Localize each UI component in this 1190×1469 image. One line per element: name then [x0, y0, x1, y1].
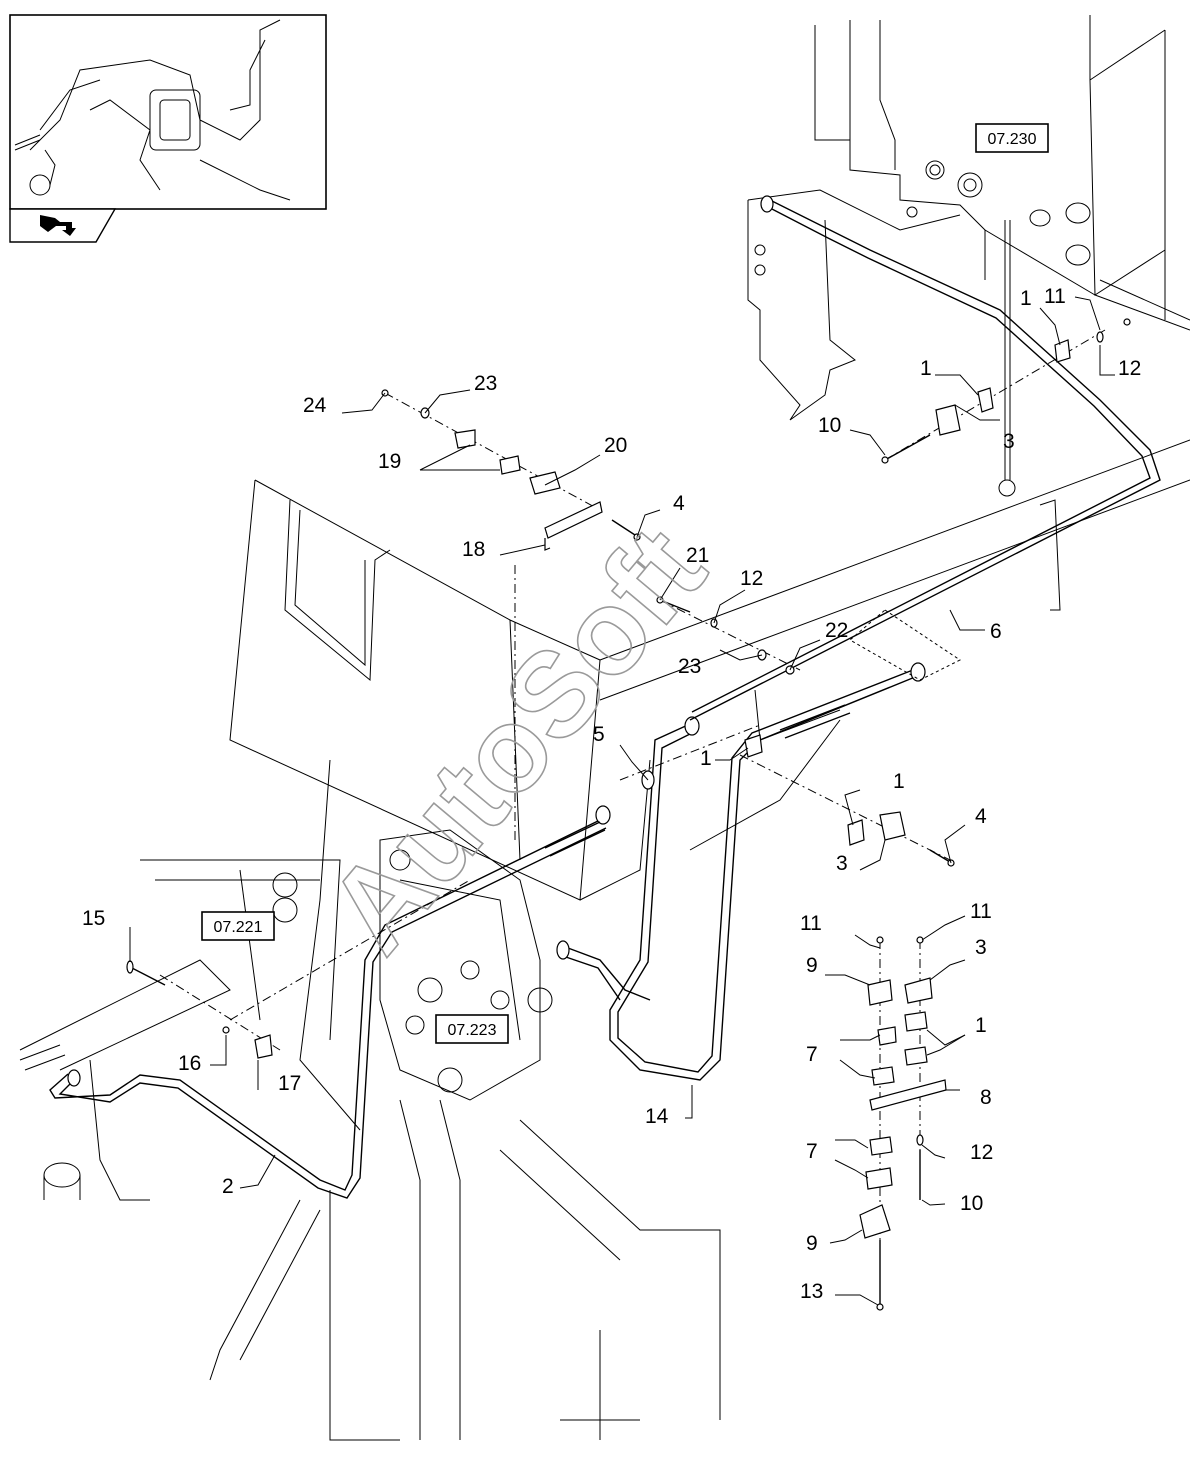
pipe-14	[609, 662, 926, 1081]
callout-14: 14	[645, 1105, 669, 1128]
reference-box-07-223[interactable]: 07.223	[435, 1014, 509, 1044]
cover-panel	[229, 479, 651, 901]
callout-11: 11	[1044, 285, 1066, 308]
callout-labels: 24 23 19 20 4 18 21 12 22 23 6 5 1 1 4 3…	[82, 285, 1141, 1303]
callout-1: 1	[893, 770, 905, 793]
callout-2: 2	[222, 1175, 234, 1198]
callout-10: 10	[960, 1192, 983, 1215]
callout-12: 12	[740, 567, 763, 590]
callout-9: 9	[806, 954, 818, 977]
pipe-2	[49, 805, 611, 1199]
frame-structure	[747, 15, 1190, 497]
callout-19: 19	[378, 450, 401, 473]
intermediate-pipe	[544, 704, 851, 1001]
callout-23: 23	[474, 372, 497, 395]
callout-5: 5	[593, 723, 605, 746]
callout-12: 12	[970, 1141, 993, 1164]
callout-4: 4	[673, 492, 685, 515]
reference-box-07-230[interactable]: 07.230	[975, 123, 1049, 153]
watermark: AutoSoft	[301, 502, 731, 978]
callout-12: 12	[1118, 357, 1141, 380]
callout-9: 9	[806, 1232, 818, 1255]
callout-16: 16	[178, 1052, 201, 1075]
callout-22: 22	[825, 619, 848, 642]
svg-text:07.223: 07.223	[448, 1022, 497, 1039]
callout-20: 20	[604, 434, 627, 457]
callout-3: 3	[1003, 430, 1015, 453]
valve-assembly	[19, 759, 721, 1441]
svg-text:07.221: 07.221	[214, 919, 263, 936]
pipe-6	[689, 195, 1161, 721]
callout-11: 11	[800, 912, 822, 935]
callout-7: 7	[806, 1043, 818, 1066]
arrow-icon	[40, 215, 76, 236]
callout-23: 23	[678, 655, 701, 678]
callout-17: 17	[278, 1072, 301, 1095]
svg-text:AutoSoft: AutoSoft	[302, 503, 730, 977]
leader-lines	[129, 296, 1115, 1306]
callout-24: 24	[303, 394, 327, 417]
callout-15: 15	[82, 907, 105, 930]
callout-13: 13	[800, 1280, 823, 1303]
callout-21: 21	[686, 544, 709, 567]
reference-box-07-221[interactable]: 07.221	[201, 911, 275, 941]
callout-4: 4	[975, 805, 987, 828]
callout-18: 18	[462, 538, 485, 561]
overview-thumbnail[interactable]	[9, 14, 327, 210]
callout-1: 1	[1020, 287, 1032, 310]
assembly-axes	[159, 329, 1106, 1300]
callout-3: 3	[975, 936, 987, 959]
callout-1: 1	[700, 747, 712, 770]
callout-1: 1	[975, 1014, 987, 1037]
svg-text:07.230: 07.230	[988, 131, 1037, 148]
callout-6: 6	[990, 620, 1002, 643]
callout-10: 10	[818, 414, 841, 437]
callout-7: 7	[806, 1140, 818, 1163]
support-beam	[599, 439, 1190, 851]
callout-11: 11	[970, 900, 992, 923]
callout-1: 1	[920, 357, 932, 380]
navigation-tab[interactable]	[9, 208, 117, 243]
callout-8: 8	[980, 1086, 992, 1109]
callout-3: 3	[836, 852, 848, 875]
